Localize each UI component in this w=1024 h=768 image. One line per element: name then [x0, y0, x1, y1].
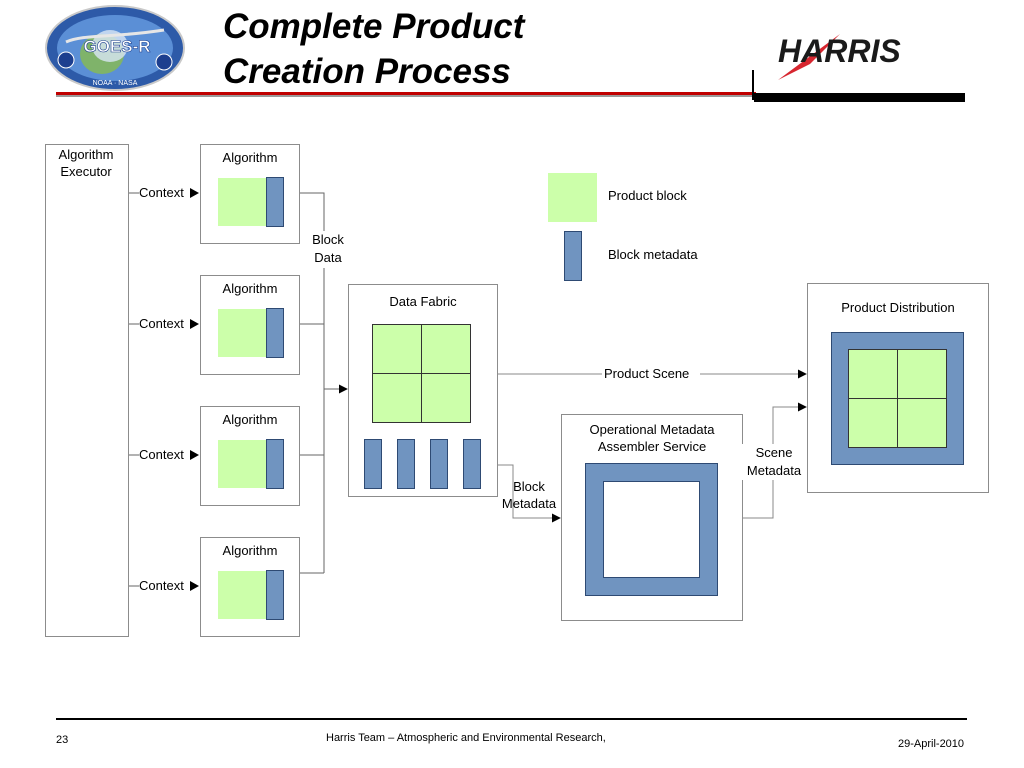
legend-block-metadata-label: Block metadata — [608, 247, 698, 262]
harris-logo-text: HARRIS — [778, 33, 901, 69]
legend-product-block-label: Product block — [608, 188, 687, 203]
footer-date: 29-April-2010 — [898, 738, 965, 750]
product-scene-label: Product Scene — [604, 366, 690, 381]
grid-divider-horizontal — [372, 373, 471, 374]
title-line-1: Complete Product — [223, 7, 525, 46]
product-block-icon — [218, 571, 266, 619]
header-rule-gray — [56, 95, 756, 97]
context-arrow-icon — [190, 319, 199, 329]
algorithm-executor-label: Algorithm Executor — [58, 147, 114, 179]
legend-block-metadata-swatch — [564, 231, 582, 281]
algorithm-label: Algorithm — [222, 150, 278, 165]
context-arrow-icon — [190, 581, 199, 591]
algorithm-label: Algorithm — [222, 412, 278, 427]
goes-r-logo: GOES-R NOAA · NASA — [45, 5, 185, 91]
algorithm-label: Algorithm — [222, 281, 278, 296]
data-fabric-label: Data Fabric — [389, 294, 457, 309]
assembler-service-label: Operational Metadata Assembler Service — [589, 422, 715, 454]
block-metadata-icon — [266, 439, 284, 489]
block-data-label: Block Data — [300, 231, 356, 267]
footer-rule — [56, 718, 967, 720]
legend-product-block-swatch — [548, 173, 597, 222]
product-distribution-label: Product Distribution — [841, 300, 955, 315]
page-number: 23 — [56, 734, 69, 746]
assembler-frame-inner — [603, 481, 700, 578]
block-metadata-icon — [430, 439, 448, 489]
block-metadata-icon — [463, 439, 481, 489]
scene-metadata-label: Scene Metadata — [742, 444, 806, 480]
header-rule-black — [754, 93, 965, 102]
product-block-icon — [218, 440, 266, 488]
product-block-icon — [218, 178, 266, 226]
context-label: Context — [139, 447, 184, 462]
product-block-icon — [218, 309, 266, 357]
algorithm-executor-box — [45, 144, 129, 637]
context-label: Context — [139, 316, 184, 331]
header-rule-vertical — [752, 70, 754, 100]
goes-r-logo-text: GOES-R — [83, 37, 150, 56]
title-line-2: Creation Process — [223, 52, 511, 91]
block-metadata-label: Block Metadata — [501, 479, 557, 511]
slide-title: Complete Product Creation Process — [223, 4, 524, 94]
block-data-line-1 — [299, 192, 325, 232]
algorithm-label: Algorithm — [222, 543, 278, 558]
block-metadata-icon — [364, 439, 382, 489]
block-metadata-icon — [266, 570, 284, 620]
block-metadata-icon — [266, 308, 284, 358]
block-metadata-icon — [266, 177, 284, 227]
context-arrow-icon — [190, 188, 199, 198]
harris-logo: HARRIS — [778, 33, 901, 80]
grid-divider-horizontal — [848, 398, 947, 399]
footer-credit: Harris Team – Atmospheric and Environmen… — [326, 732, 606, 744]
goes-r-logo-bottom: NOAA · NASA — [93, 80, 138, 87]
header-rule-red — [56, 92, 756, 95]
block-metadata-icon — [397, 439, 415, 489]
context-label: Context — [139, 185, 184, 200]
context-label: Context — [139, 578, 184, 593]
context-arrow-icon — [190, 450, 199, 460]
